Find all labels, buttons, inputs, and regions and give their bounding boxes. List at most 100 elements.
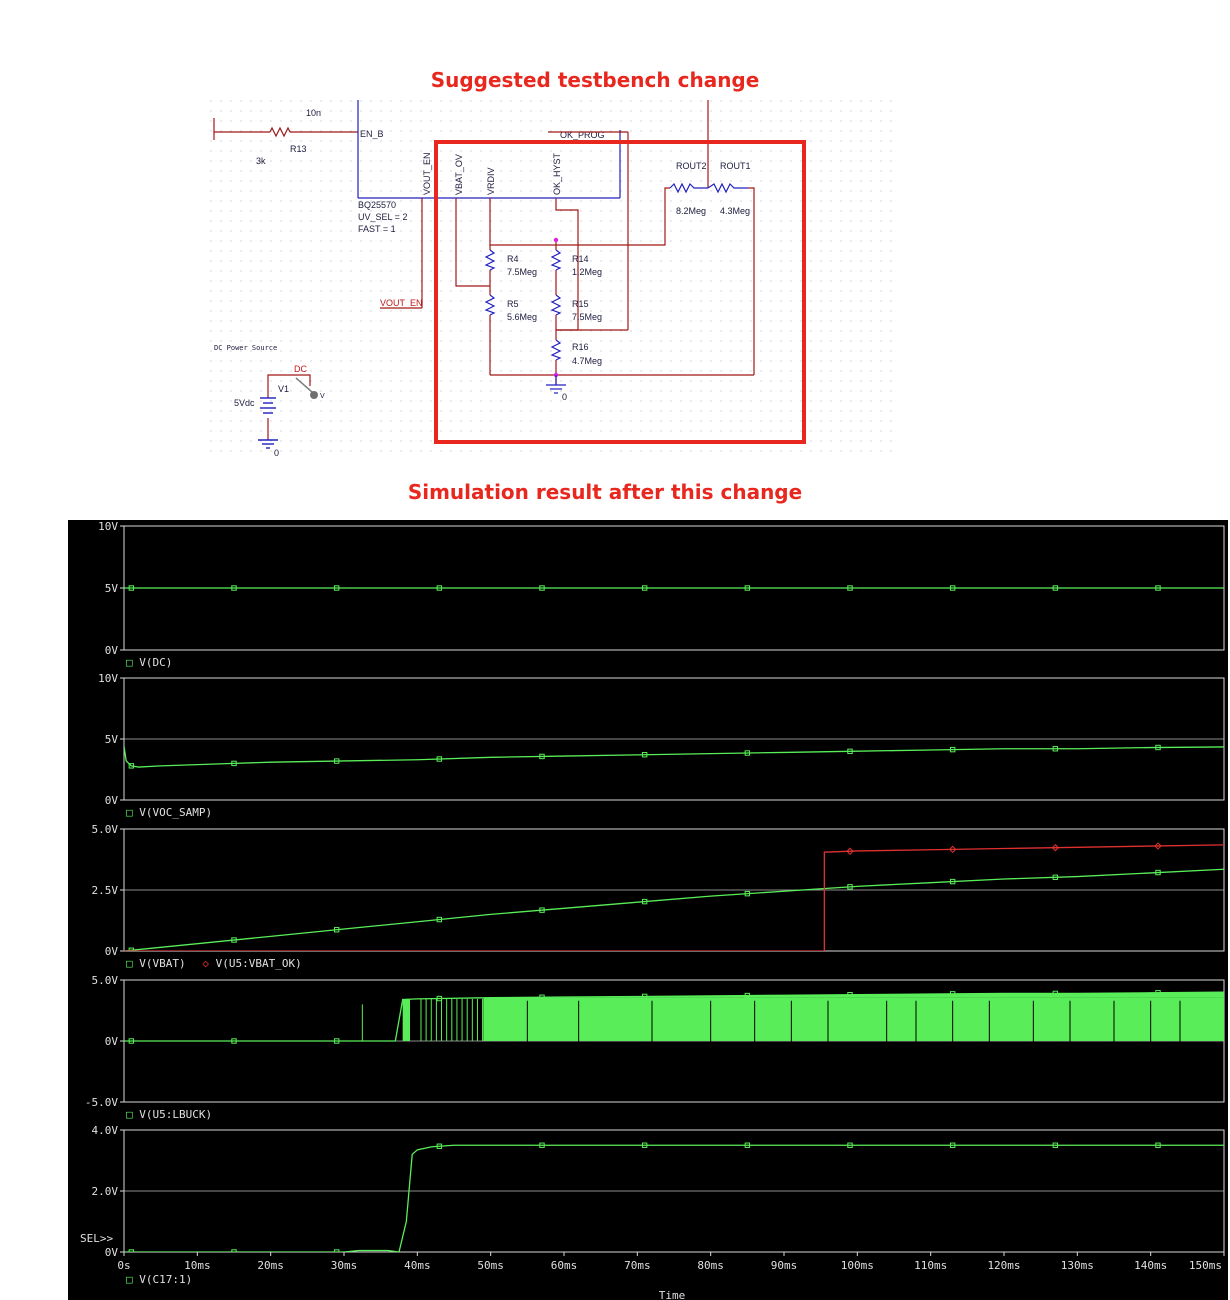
voltage-probe-icon	[295, 377, 318, 399]
source-wires	[267, 374, 311, 440]
y-tick-label: -5.0V	[85, 1096, 118, 1109]
series-marker	[641, 752, 648, 758]
x-tick-label: 100ms	[841, 1259, 874, 1272]
series-marker	[128, 585, 135, 591]
y-tick-label: 0V	[105, 644, 119, 657]
x-tick-label: 40ms	[404, 1259, 431, 1272]
y-tick-label: 5V	[105, 733, 119, 746]
legend-entry: □ V(VOC_SAMP)	[126, 806, 212, 819]
series-marker	[436, 916, 443, 923]
pin-ok-prog: OK_PROG	[560, 130, 605, 140]
series-marker	[231, 1249, 237, 1252]
series-marker	[333, 1249, 340, 1252]
series-marker	[436, 995, 443, 1002]
series-marker	[744, 750, 751, 756]
x-tick-label: 150ms	[1189, 1259, 1222, 1272]
r16-name: R16	[572, 342, 589, 352]
series-marker	[641, 585, 648, 591]
series-marker	[744, 585, 751, 591]
legend-entry: □ V(C17:1)	[126, 1273, 192, 1286]
x-tick-label: 50ms	[477, 1259, 504, 1272]
series-marker	[333, 585, 340, 591]
series-marker	[333, 927, 340, 933]
series-marker	[1052, 874, 1059, 881]
rout2-name: ROUT2	[676, 161, 707, 171]
ic-param-uv-sel: UV_SEL = 2	[358, 212, 407, 222]
series-marker	[949, 1142, 956, 1148]
testbench-schematic: 10n R13 3k EN_B OK_PROG VOUT_EN VBAT_OV …	[210, 100, 900, 458]
r14-name: R14	[572, 254, 589, 264]
series-marker	[333, 758, 340, 764]
y-tick-label: 10V	[98, 672, 118, 685]
source-name: V1	[278, 384, 289, 394]
r15-name: R15	[572, 299, 589, 309]
source-ground-label: 0	[274, 448, 279, 458]
x-axis-label: Time	[659, 1289, 686, 1300]
divider-network-wires	[380, 100, 755, 385]
series-marker	[231, 760, 237, 767]
x-tick-label: 110ms	[914, 1259, 947, 1272]
y-tick-label: 5V	[105, 582, 119, 595]
plot-panel: 0V2.0V4.0V□ V(C17:1)	[92, 1124, 1225, 1286]
series-marker	[949, 585, 956, 591]
series-line	[124, 844, 1224, 951]
resistor-symbols	[484, 182, 748, 361]
cap-value: 10n	[306, 108, 321, 118]
plot-panel: 0V2.5V5.0V□ V(VBAT)◇ V(U5:VBAT_OK)	[92, 823, 1225, 970]
rout1-value: 4.3Meg	[720, 206, 750, 216]
x-tick-label: 120ms	[987, 1259, 1020, 1272]
series-marker	[539, 907, 545, 913]
battery-symbol	[258, 397, 278, 449]
ground-label: 0	[562, 392, 567, 402]
series-group	[124, 744, 1224, 769]
series-marker	[128, 947, 135, 951]
series-marker	[539, 753, 545, 760]
series-marker	[847, 748, 853, 755]
series-marker	[847, 884, 853, 890]
series-group	[124, 842, 1224, 951]
pin-vrdiv: VRDIV	[486, 167, 496, 195]
series-marker	[641, 993, 648, 1000]
source-net-label: DC	[294, 364, 307, 374]
highlight-box	[434, 140, 806, 444]
series-group	[124, 585, 1224, 591]
r5-value: 5.6Meg	[507, 312, 537, 322]
r15-value: 7.5Meg	[572, 312, 602, 322]
series-marker	[744, 890, 751, 897]
x-tick-label: 80ms	[697, 1259, 724, 1272]
series-marker	[948, 845, 957, 854]
series-marker	[1051, 843, 1060, 852]
series-marker	[539, 1142, 545, 1148]
source-title: DC Power Source	[214, 344, 277, 352]
series-marker	[333, 1038, 340, 1044]
pin-vout-en: VOUT_EN	[422, 152, 432, 195]
schematic-grid	[210, 100, 900, 455]
switching-band	[483, 997, 1224, 1041]
legend-entry: □ V(U5:LBUCK)	[126, 1108, 212, 1121]
r4-value: 7.5Meg	[507, 267, 537, 277]
series-marker	[846, 847, 854, 855]
series-marker	[128, 1038, 135, 1044]
switching-burst	[402, 999, 410, 1041]
series-marker	[949, 991, 956, 997]
series-marker	[847, 992, 853, 998]
ground-symbol	[546, 375, 566, 394]
en-b-wire	[213, 118, 358, 140]
series-marker	[949, 746, 956, 753]
series-line	[124, 1144, 1224, 1252]
series-marker	[1052, 746, 1059, 752]
series-line	[124, 868, 1224, 951]
series-marker	[847, 585, 853, 591]
r14-value: 1.2Meg	[572, 267, 602, 277]
series-marker	[1155, 1142, 1161, 1148]
series-marker	[641, 898, 648, 905]
y-tick-label: 0V	[105, 1246, 119, 1259]
series-marker	[847, 1142, 853, 1148]
r4-name: R4	[507, 254, 519, 264]
